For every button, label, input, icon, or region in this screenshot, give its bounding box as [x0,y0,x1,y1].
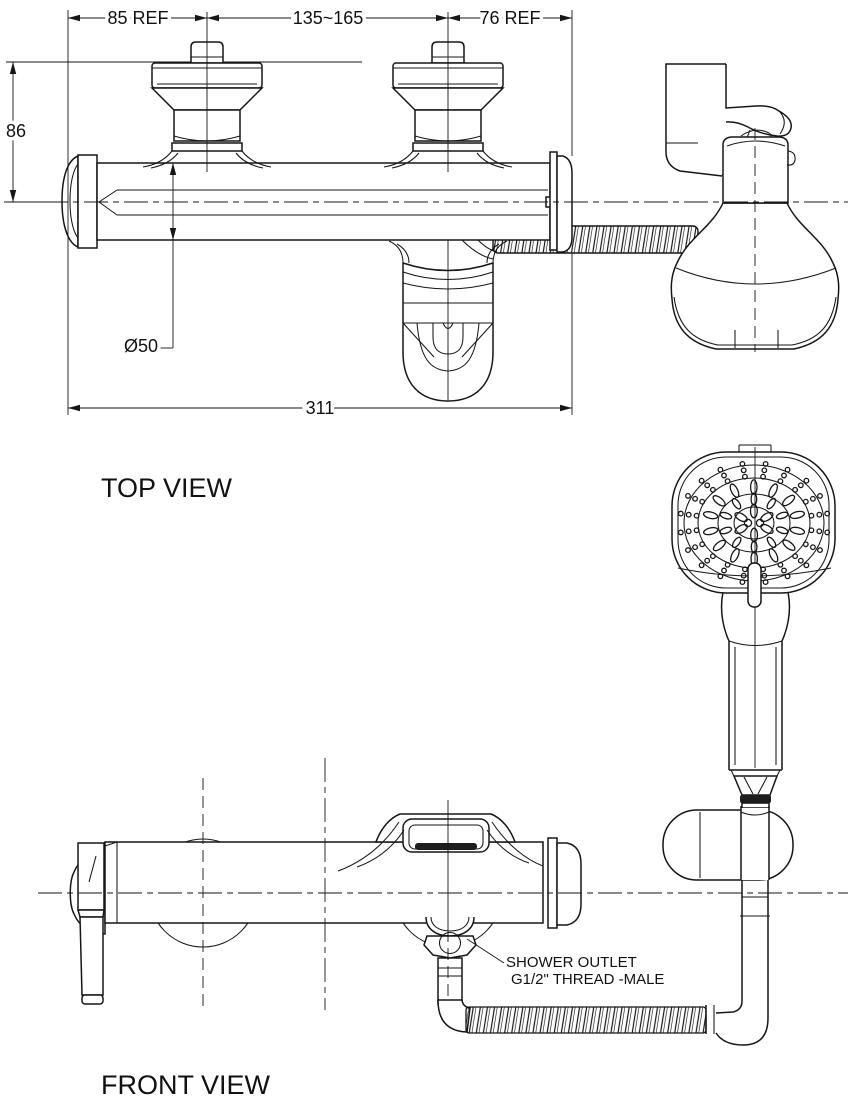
dim-135-165-label: 135~165 [293,8,364,28]
front-view-drawing: SHOWER OUTLET G1/2" THREAD -MALE FRONT V… [38,444,848,1100]
spray-mode-lever [747,562,762,608]
handshower-front [671,444,836,880]
shower-outlet-callout-line1: SHOWER OUTLET [506,954,637,971]
faucet-body-front [69,837,582,935]
handshower-top [670,128,840,352]
dim-85-ref-label: 85 REF [107,8,168,28]
dimension-diameter-50: Ø50 [120,163,177,360]
dim-76-ref-label: 76 REF [479,8,540,28]
shower-outlet-callout-line2: G1/2" THREAD -MALE [511,971,664,988]
spray-nozzle-field [677,460,831,586]
front-view-label: FRONT VIEW [101,1070,271,1100]
hose-elbow-right [715,876,770,1046]
lever-handle-front [77,842,105,1005]
top-view-label: TOP VIEW [101,473,233,503]
wall-bracket-top [665,63,792,177]
dim-86-label: 86 [6,121,26,141]
shower-outlet-callout: SHOWER OUTLET G1/2" THREAD -MALE [466,938,664,988]
dim-diameter-50-label: Ø50 [124,336,158,356]
dimension-86: 86 [2,62,50,203]
dim-311-label: 311 [306,398,335,418]
dimension-311: 311 [68,395,572,422]
shower-hose-front [465,1005,715,1034]
dimension-top-chain: 85 REF 135~165 76 REF [67,5,573,415]
spout-front [337,813,544,872]
top-view-drawing: 85 REF 135~165 76 REF 86 Ø50 311 TO [2,5,848,503]
valve-body-top [61,151,573,253]
shower-bracket-front [662,809,794,881]
